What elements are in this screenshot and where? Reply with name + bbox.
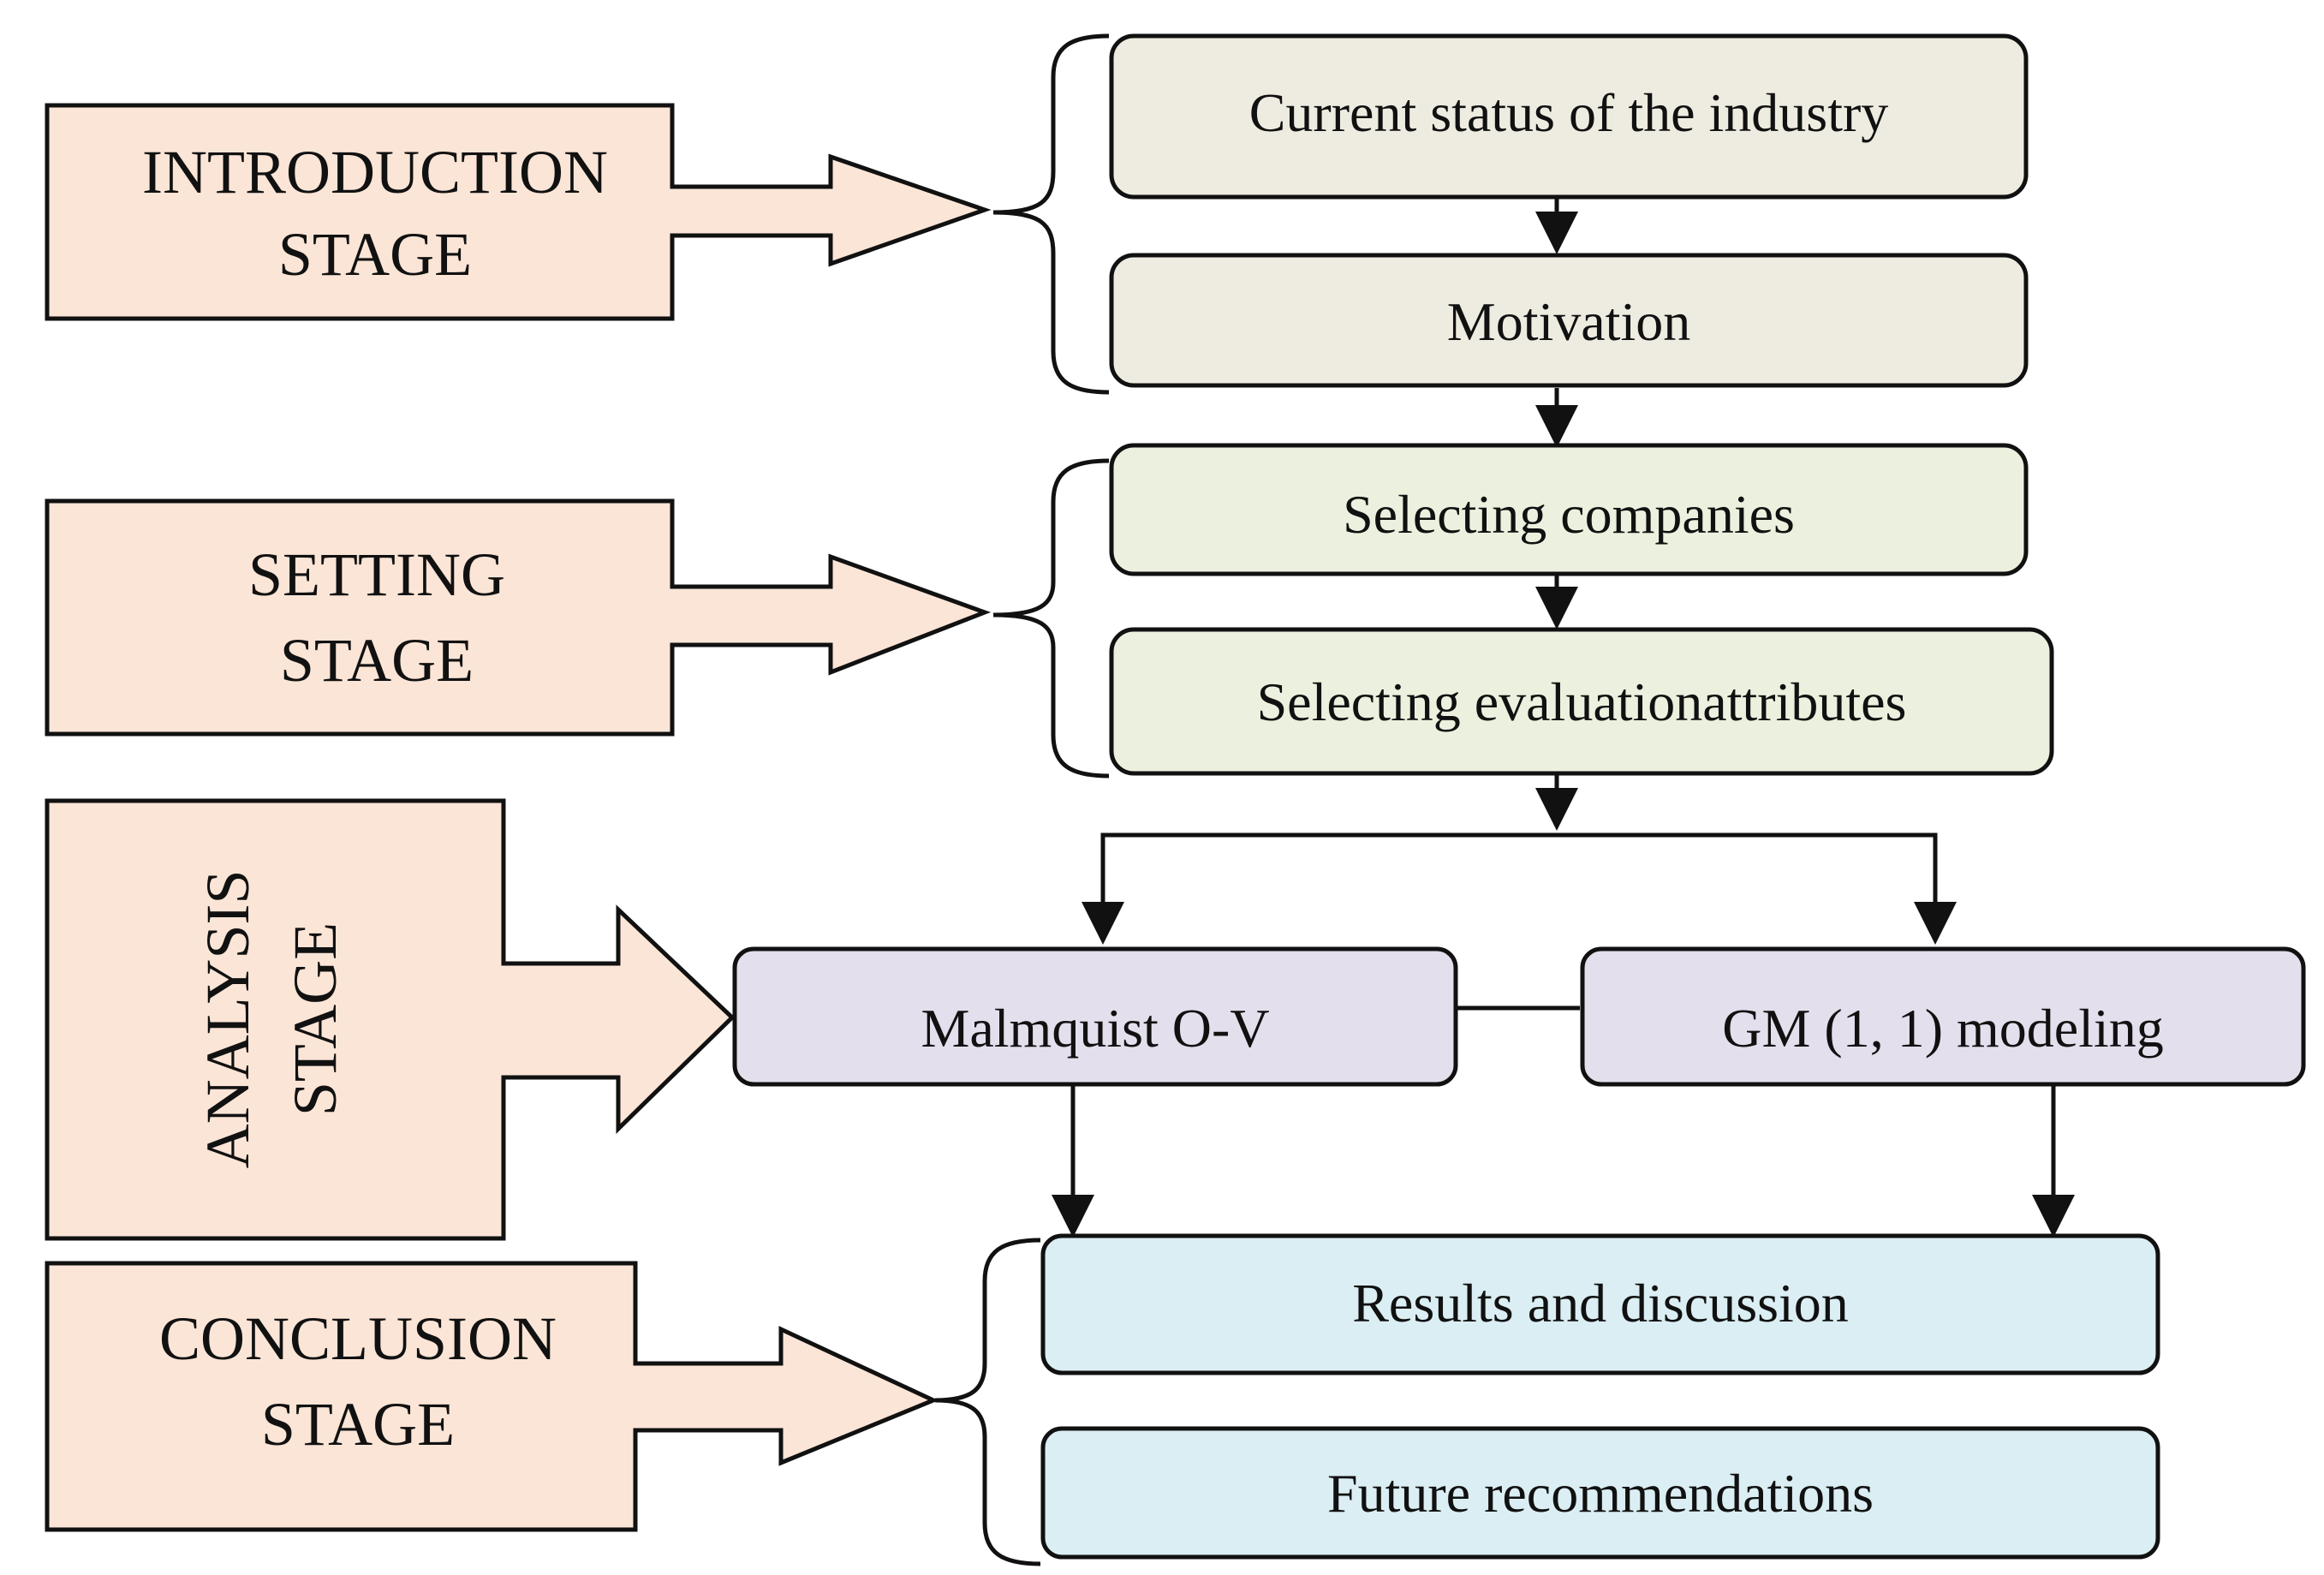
connector-split-to-gm xyxy=(1557,832,1957,945)
step-gm-modeling: GM (1, 1) modeling xyxy=(1580,946,2306,1087)
brace-setting xyxy=(992,458,1110,779)
step-gm-modeling-label: GM (1, 1) modeling xyxy=(1722,998,2164,1059)
stage-introduction-line-2: STAGE xyxy=(278,220,472,289)
stage-conclusion: CONCLUSION STAGE xyxy=(45,1261,939,1532)
brace-introduction xyxy=(992,33,1110,395)
step-results-box xyxy=(1040,1233,2160,1375)
step-malmquist: Malmquist O-V xyxy=(732,946,1458,1087)
stage-conclusion-line-2: STAGE xyxy=(261,1390,455,1459)
stage-analysis-arrow-shape xyxy=(45,798,736,1241)
stage-analysis: ANALYSIS STAGE xyxy=(45,798,736,1241)
step-selecting-attributes-box xyxy=(1109,627,2054,776)
stage-introduction-line-1: INTRODUCTION xyxy=(142,138,608,206)
stage-setting-arrow-shape xyxy=(45,498,992,737)
step-current-status-box xyxy=(1109,33,2029,200)
step-motivation-box xyxy=(1109,253,2029,388)
step-malmquist-label: Malmquist O-V xyxy=(921,998,1269,1059)
stage-conclusion-arrow-shape xyxy=(45,1261,939,1532)
connectors xyxy=(1052,199,2075,1238)
step-gm-modeling-box xyxy=(1580,946,2306,1087)
brace-conclusion xyxy=(934,1238,1041,1566)
step-results: Results and discussion xyxy=(1040,1233,2160,1375)
step-future-label: Future recommendations xyxy=(1327,1463,1874,1524)
stage-setting-line-2: STAGE xyxy=(280,626,474,695)
step-current-status: Current status of the industry xyxy=(1109,33,2029,200)
step-selecting-companies-box xyxy=(1109,443,2029,576)
stage-analysis-line-2: STAGE xyxy=(281,922,349,1116)
stage-setting-line-1: SETTING xyxy=(248,540,505,609)
step-selecting-companies-label: Selecting companies xyxy=(1343,484,1795,545)
step-future: Future recommendations xyxy=(1040,1426,2160,1560)
stage-introduction: INTRODUCTION STAGE xyxy=(45,103,992,321)
step-selecting-attributes: Selecting evaluationattributes xyxy=(1109,627,2054,776)
step-malmquist-box xyxy=(732,946,1458,1087)
step-results-label: Results and discussion xyxy=(1352,1273,1849,1333)
stage-setting: SETTING STAGE xyxy=(45,498,992,737)
step-future-box xyxy=(1040,1426,2160,1560)
step-motivation-label: Motivation xyxy=(1447,291,1690,352)
step-current-status-label: Current status of the industry xyxy=(1249,82,1889,143)
step-selecting-companies: Selecting companies xyxy=(1109,443,2029,576)
step-selecting-attributes-label: Selecting evaluationattributes xyxy=(1257,671,1907,732)
stage-analysis-line-1: ANALYSIS xyxy=(194,870,262,1169)
step-motivation: Motivation xyxy=(1109,253,2029,388)
stage-conclusion-line-1: CONCLUSION xyxy=(159,1304,557,1373)
stage-introduction-arrow-shape xyxy=(45,103,992,321)
connector-split-to-malmquist xyxy=(1082,832,1557,945)
